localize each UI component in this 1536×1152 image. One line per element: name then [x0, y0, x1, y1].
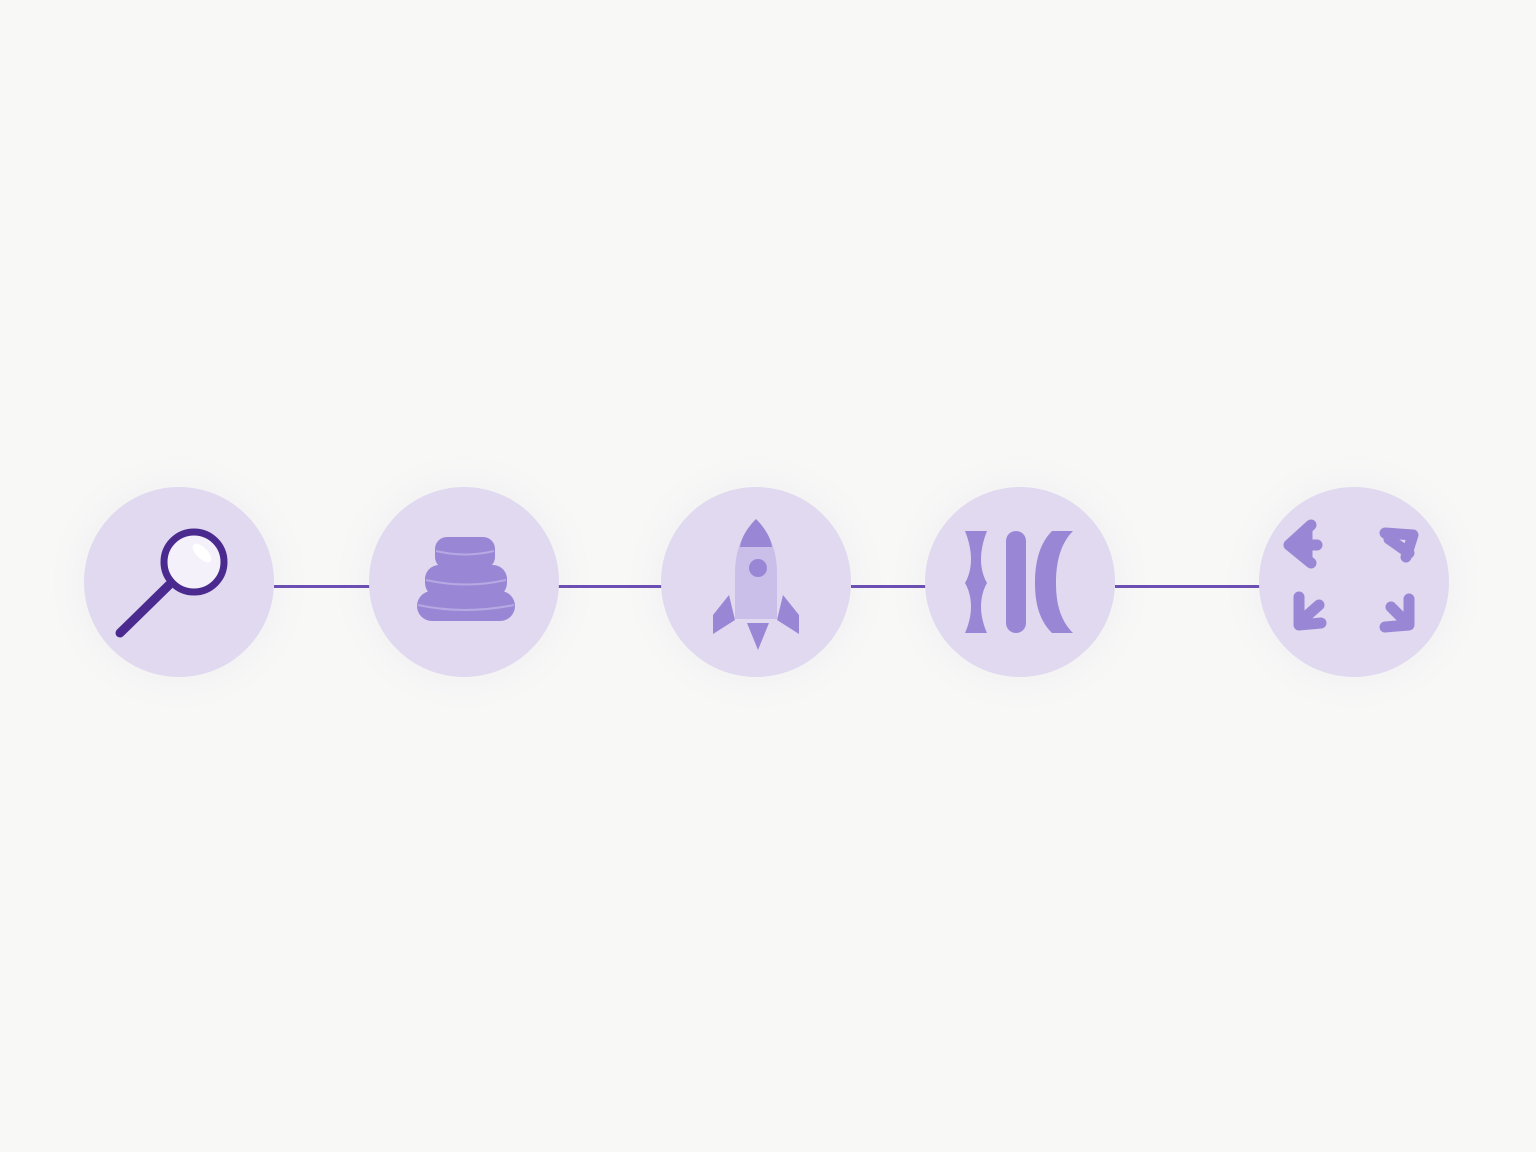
step-node-search	[84, 487, 274, 677]
step-node-launch	[661, 487, 851, 677]
connector-line-2	[558, 585, 664, 588]
magnifying-glass-icon	[115, 528, 228, 638]
converging-arcs-icon	[965, 531, 1073, 633]
outward-arrows-icon	[1283, 519, 1419, 633]
connector-line-1	[274, 585, 372, 588]
step-node-connect	[925, 487, 1115, 677]
connector-line-3	[851, 585, 928, 588]
step-node-layers	[369, 487, 559, 677]
layered-stack-icon	[417, 537, 515, 621]
rocket-icon	[713, 519, 799, 650]
step-node-expand	[1259, 487, 1449, 677]
connector-line-4	[1115, 585, 1262, 588]
